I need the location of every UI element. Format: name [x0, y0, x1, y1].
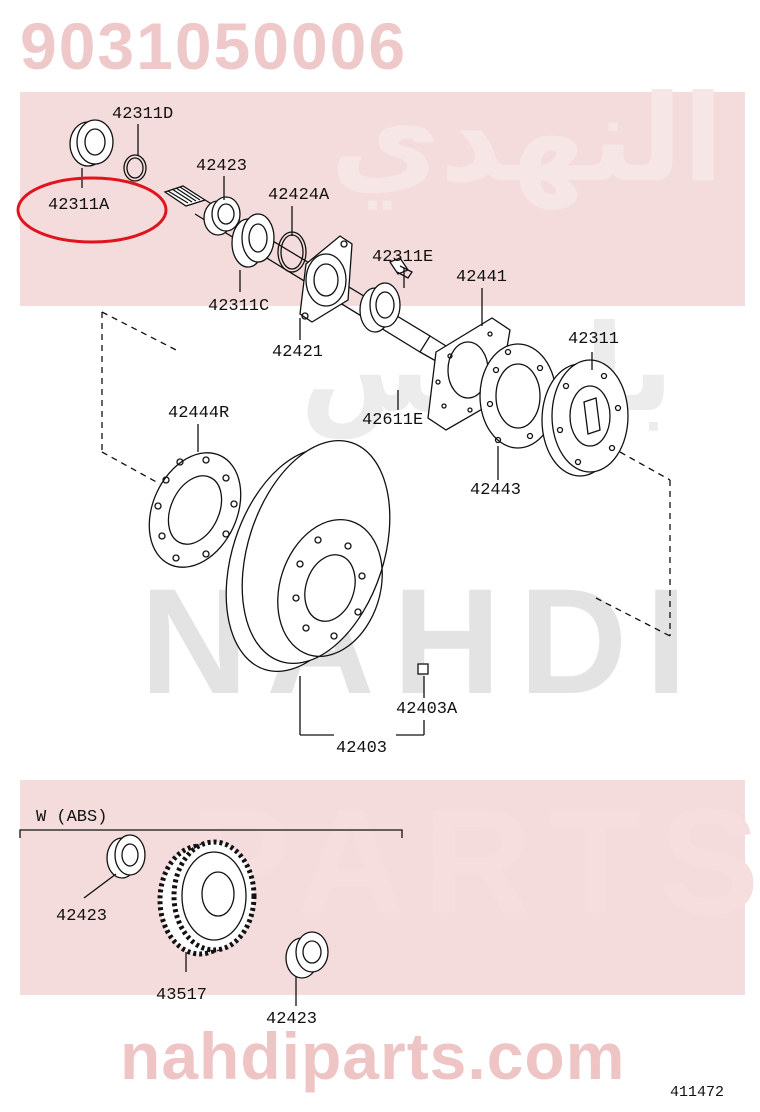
diagram-reference-number: 411472 [670, 1084, 725, 1101]
label-42441: 42441 [456, 268, 508, 287]
leader-lines [19, 124, 593, 1006]
abs-rotor-43517-drawing [157, 839, 257, 957]
watermark-band-bottom [20, 780, 745, 995]
bearing-42423-left-drawing [106, 834, 146, 879]
label-42421: 42421 [272, 343, 324, 362]
seal-42311c-drawing [231, 213, 275, 268]
label-43517: 43517 [156, 986, 208, 1005]
highlight-circle [16, 176, 168, 244]
label-42423-left: 42423 [56, 907, 108, 926]
watermark-parts: PARTS [190, 777, 760, 945]
label-42444r: 42444R [168, 404, 230, 423]
label-42423-bottom: 42423 [266, 1010, 318, 1029]
label-42443: 42443 [470, 481, 522, 500]
bearing-42423-top-drawing [203, 196, 241, 236]
seal-42311e-drawing [359, 282, 401, 333]
label-42403: 42403 [336, 739, 388, 758]
watermark-arabic-1: النهدي [330, 70, 724, 209]
gasket-42443-drawing [479, 343, 557, 449]
watermark-band-top [20, 92, 745, 306]
flange-42311-drawing [541, 359, 629, 477]
part-number-watermark: 9031050006 [20, 9, 408, 83]
plug-42403a-drawing [417, 663, 429, 675]
label-w-abs: W (ABS) [36, 808, 108, 827]
retainer-42421-drawing [299, 235, 353, 323]
shim-42444r-drawing [148, 452, 242, 568]
label-42311d: 42311D [112, 105, 174, 124]
bearing-42423-bottom-drawing [285, 931, 329, 979]
website-watermark: nahdiparts.com [120, 1019, 626, 1093]
assembly-dashed-outline [101, 311, 671, 637]
label-42611e: 42611E [362, 411, 424, 430]
label-42423-top: 42423 [196, 157, 248, 176]
label-42424a: 42424A [268, 186, 330, 205]
brake-drum-42403-drawing [225, 439, 391, 673]
snap-ring-42311d-drawing [123, 154, 147, 182]
label-42403a: 42403A [396, 700, 458, 719]
label-42311a: 42311A [48, 196, 110, 215]
oil-seal-42311a-drawing [69, 119, 114, 167]
label-42311e: 42311E [372, 248, 434, 267]
label-42311c: 42311C [208, 297, 270, 316]
label-42311: 42311 [568, 330, 620, 349]
